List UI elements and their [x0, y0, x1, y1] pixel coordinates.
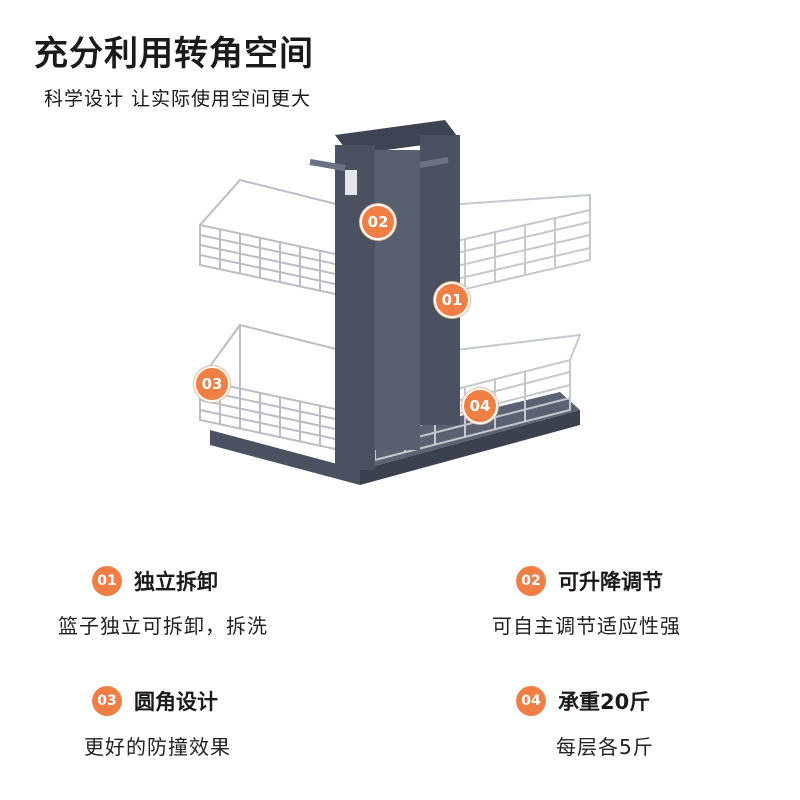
feature-number-badge: 02 — [516, 566, 546, 596]
page-title: 充分利用转角空间 — [34, 34, 314, 74]
feature-title: 圆角设计 — [134, 690, 218, 714]
feature-01: 01 独立拆卸 — [92, 566, 218, 596]
feature-03: 03 圆角设计 — [92, 686, 218, 716]
callout-04: 04 — [462, 388, 498, 424]
feature-04-desc: 每层各5斤 — [556, 735, 654, 759]
feature-title: 可升降调节 — [558, 570, 663, 594]
feature-02-desc: 可自主调节适应性强 — [492, 614, 681, 638]
feature-number-badge: 01 — [92, 566, 122, 596]
feature-number-badge: 03 — [92, 686, 122, 716]
callout-01: 01 — [434, 282, 470, 318]
feature-04: 04 承重20斤 — [516, 686, 650, 716]
feature-number-badge: 04 — [516, 686, 546, 716]
feature-title: 承重20斤 — [558, 690, 651, 714]
page-subtitle: 科学设计 让实际使用空间更大 — [44, 88, 312, 110]
feature-03-desc: 更好的防撞效果 — [84, 735, 231, 759]
feature-01-desc: 篮子独立可拆卸，拆洗 — [58, 614, 268, 638]
corner-basket-illustration — [199, 120, 591, 485]
feature-02: 02 可升降调节 — [516, 566, 663, 596]
feature-title: 独立拆卸 — [134, 570, 218, 594]
callout-02: 02 — [360, 204, 396, 240]
callout-03: 03 — [194, 366, 230, 402]
